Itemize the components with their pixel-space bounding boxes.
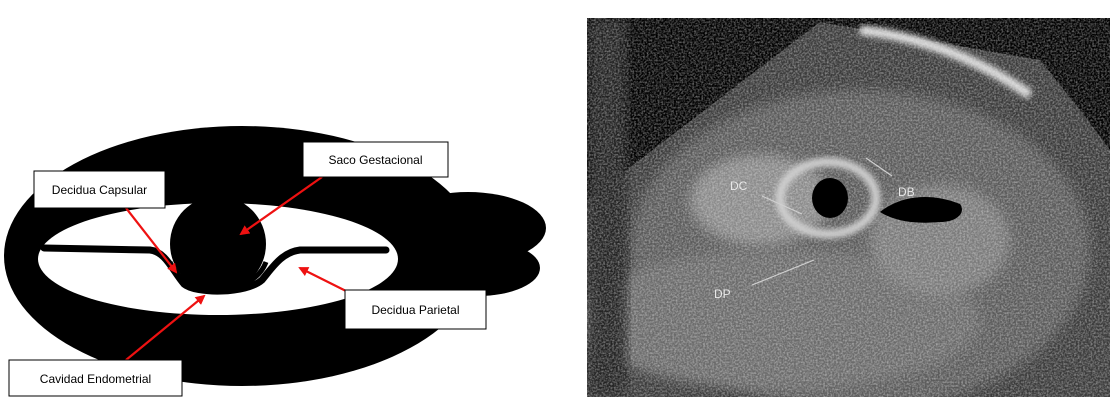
ultrasound-label-dp: DP xyxy=(714,287,731,301)
label-decidua-capsular: Decidua Capsular xyxy=(34,171,165,208)
ultrasound-label-dc: DC xyxy=(730,179,748,193)
ultrasound-label-db: DB xyxy=(898,185,915,199)
label-cavidad-endometrial-text: Cavidad Endometrial xyxy=(40,372,151,386)
label-cavidad-endometrial: Cavidad Endometrial xyxy=(9,360,182,396)
label-decidua-capsular-text: Decidua Capsular xyxy=(52,183,147,197)
ultrasound-image: DC DB DP xyxy=(580,18,1110,397)
label-decidua-parietal-text: Decidua Parietal xyxy=(371,303,459,317)
label-saco-gestacional-text: Saco Gestacional xyxy=(328,153,422,167)
label-saco-gestacional: Saco Gestacional xyxy=(303,142,448,177)
label-decidua-parietal: Decidua Parietal xyxy=(345,290,486,329)
uterus-diagram xyxy=(4,126,546,386)
ultrasound-gestational-sac xyxy=(812,178,848,218)
